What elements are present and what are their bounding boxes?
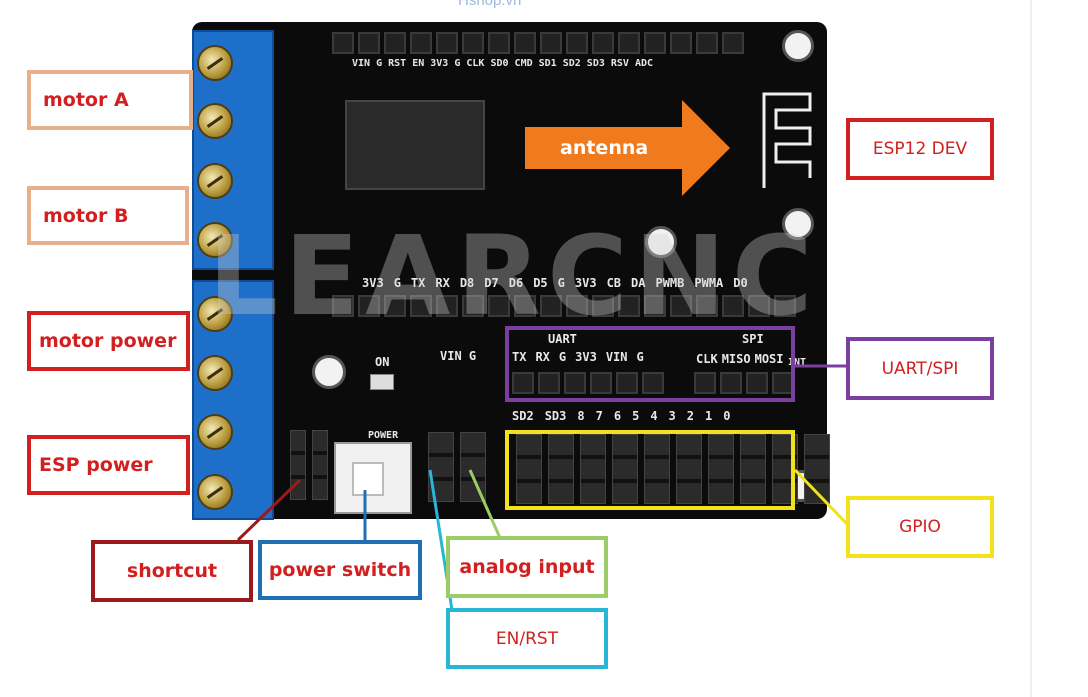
mid-pin-label: G — [393, 276, 401, 290]
gpio-pin-label: SD2 — [512, 409, 534, 423]
gpio-label: GPIO — [846, 496, 994, 558]
en-rst-label: EN/RST — [446, 608, 608, 669]
screw-terminal-icon — [197, 414, 233, 450]
screw-terminal-icon — [197, 296, 233, 332]
power-led-icon — [370, 374, 394, 390]
power-switch-text: power switch — [268, 559, 412, 581]
power-switch-knob — [352, 462, 384, 496]
gpio-pin-label: 3 — [668, 409, 676, 423]
mid-pin-label: D7 — [484, 276, 499, 290]
esp-power-text: ESP power — [39, 454, 153, 476]
shortcut-header — [290, 430, 328, 500]
uart-spi-text: UART/SPI — [881, 358, 959, 379]
gpio-pin-label: 1 — [705, 409, 713, 423]
top-pin-header — [332, 32, 744, 54]
spi-pin-label: MOSI — [754, 352, 784, 366]
antenna-label: antenna — [560, 137, 649, 159]
gpio-pin-label: SD3 — [544, 409, 567, 423]
uart-pin-label: RX — [535, 350, 550, 364]
spi-pin-label: CLK — [696, 352, 718, 366]
uart-pin-label: 3V3 — [575, 350, 597, 364]
screw-terminal-icon — [197, 222, 233, 258]
mid-pin-label: TX — [410, 276, 426, 290]
mounting-hole-icon — [782, 208, 814, 240]
screw-terminal-icon — [197, 355, 233, 391]
gpio-frame — [505, 430, 795, 510]
motor-power-label: motor power — [27, 311, 190, 371]
mounting-hole-icon — [312, 355, 346, 389]
power-board-label: POWER — [368, 430, 399, 441]
uart-pin-label: G — [558, 350, 567, 364]
motor-a-text: motor A — [43, 89, 129, 111]
antenna-trace-icon — [762, 92, 812, 188]
uart-pin-label: G — [636, 350, 644, 364]
mid-pin-label: D5 — [533, 276, 548, 290]
spi-pin-label: MISO — [721, 352, 751, 366]
antenna-arrow-icon — [525, 127, 685, 169]
spi-board-label: SPI — [742, 332, 764, 346]
site-watermark: Hshop.vn — [458, 0, 522, 9]
on-board-label: ON — [375, 355, 390, 369]
mid-pin-label: G — [557, 276, 565, 290]
mid-pin-label: RX — [435, 276, 450, 290]
mid-pin-label: 3V3 — [362, 276, 384, 290]
uart-spi-label: UART/SPI — [846, 337, 994, 400]
shortcut-text: shortcut — [126, 560, 218, 582]
motor-driver-chip — [345, 100, 485, 190]
mid-pin-label: 3V3 — [574, 276, 597, 290]
top-pin-labels: VIN G RST EN 3V3 G CLK SD0 CMD SD1 SD2 S… — [352, 58, 654, 69]
screw-terminal-icon — [197, 163, 233, 199]
gpio-text: GPIO — [899, 517, 941, 537]
uart-spi-frame — [505, 326, 795, 402]
mid-pin-labels: 3V3 G TX RX D8 D7 D6 D5 G 3V3 CB DA PWMB… — [362, 276, 748, 290]
gpio-pin-label: 2 — [686, 409, 695, 423]
power-switch-label: power switch — [258, 540, 422, 600]
motor-b-label: motor B — [27, 186, 189, 245]
uart-pin-labels: TX RX G 3V3 VIN G — [512, 350, 644, 364]
mid-pin-label: D8 — [459, 276, 475, 290]
en-rst-text: EN/RST — [495, 628, 559, 649]
vin-g-board-label: VIN G — [440, 349, 477, 363]
mounting-hole-icon — [782, 30, 814, 62]
screw-terminal-icon — [197, 103, 233, 139]
uart-board-label: UART — [548, 332, 577, 346]
screw-terminal-icon — [197, 474, 233, 510]
gpio-pin-label: 0 — [723, 409, 731, 423]
mid-pin-label: PWMB — [655, 276, 685, 290]
uart-spi-header — [512, 372, 794, 394]
mid-pin-label: D0 — [733, 276, 748, 290]
uart-pin-label: VIN — [605, 350, 628, 364]
mounting-hole-icon — [645, 226, 677, 258]
shortcut-label: shortcut — [91, 540, 253, 602]
gpio-pin-label: 4 — [650, 409, 658, 423]
uart-pin-label: TX — [512, 350, 527, 364]
motor-b-text: motor B — [43, 204, 129, 227]
mid-pin-label: DA — [631, 276, 646, 290]
spi-pin-labels: CLK MISO MOSI — [696, 352, 784, 366]
gpio-pin-label: 8 — [577, 409, 585, 423]
esp12-dev-label: ESP12 DEV — [846, 118, 994, 180]
analog-input-text: analog input — [459, 556, 595, 578]
gpio-pin-labels: SD2 SD3 8 7 6 5 4 3 2 1 0 — [512, 409, 730, 423]
mid-pin-label: D6 — [508, 276, 524, 290]
mid-pin-label: PWMA — [694, 276, 724, 290]
antenna-arrowhead-icon — [682, 100, 730, 196]
page-edge-divider — [1030, 0, 1032, 697]
esp-power-label: ESP power — [27, 435, 190, 495]
mid-pin-label: CB — [606, 276, 622, 290]
gpio-pin-label: 5 — [632, 409, 640, 423]
motor-power-text: motor power — [39, 330, 177, 352]
gpio-pin-label: 6 — [613, 409, 622, 423]
motor-a-label: motor A — [27, 70, 193, 130]
mid-pin-header — [332, 295, 796, 317]
int-board-label: INT — [788, 357, 807, 368]
analog-input-label: analog input — [446, 536, 608, 598]
analog-header — [428, 432, 486, 502]
gpio-pin-label: 7 — [595, 409, 603, 423]
board-watermark: LEARCNC — [208, 212, 819, 340]
screw-terminal-icon — [197, 45, 233, 81]
esp12-dev-text: ESP12 DEV — [872, 139, 968, 159]
